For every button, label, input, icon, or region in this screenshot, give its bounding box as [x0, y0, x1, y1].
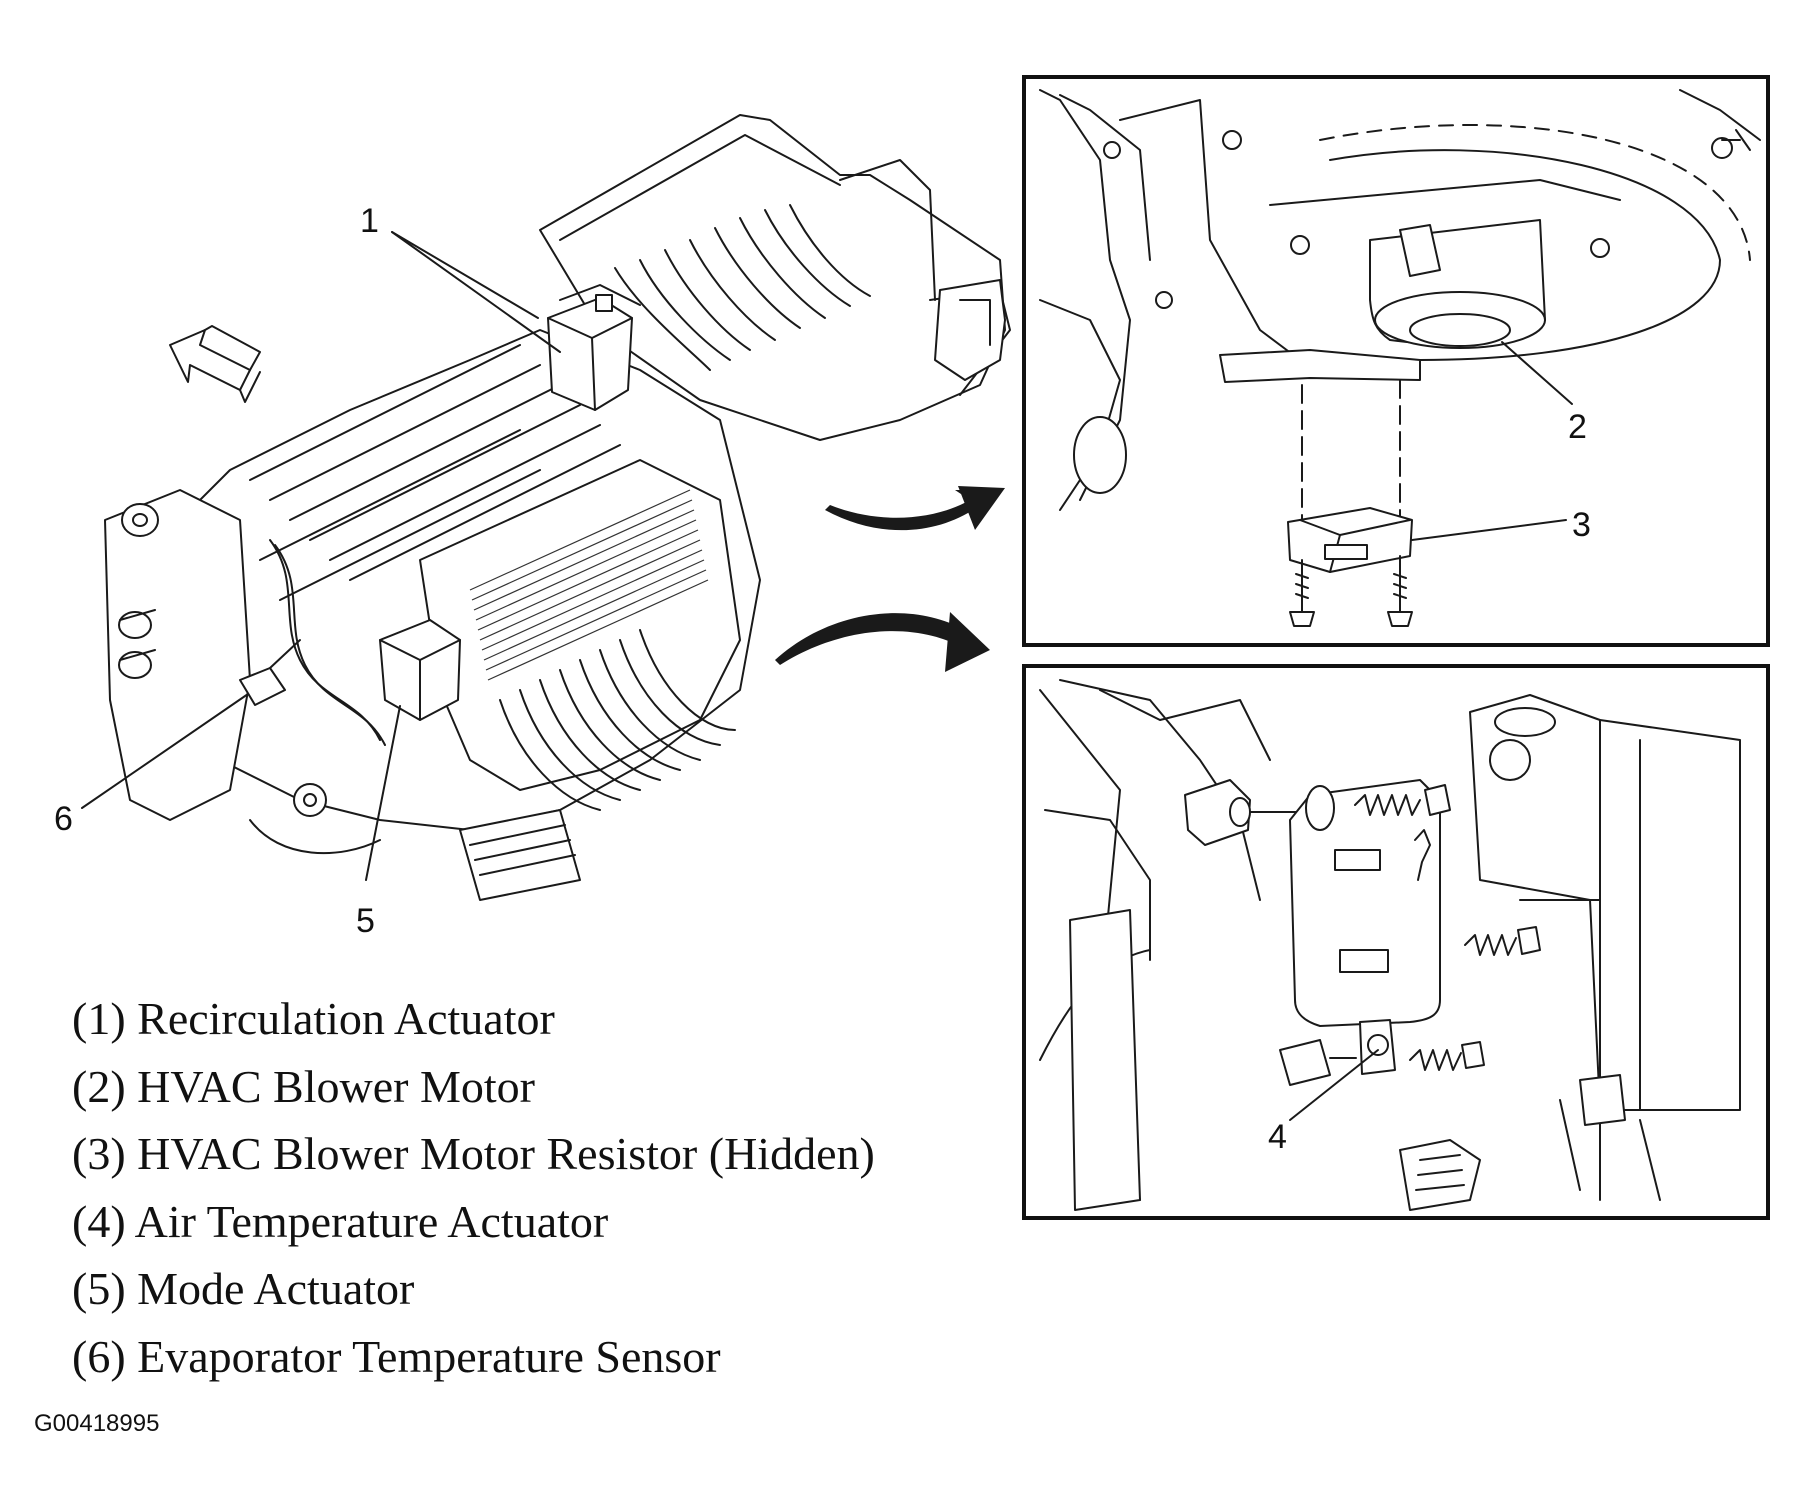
direction-arrow-icon — [169, 325, 261, 403]
callout-2: 2 — [1568, 408, 1587, 446]
callout-4-leader — [1289, 1049, 1379, 1121]
legend-item-hvac-blower-motor: (2) HVAC Blower Motor — [72, 1060, 535, 1112]
callout-5-leader — [365, 705, 401, 881]
pointer-arrow-to-lower-inset — [775, 612, 990, 672]
callout-5: 5 — [356, 902, 375, 940]
callout-3-leader — [1411, 519, 1567, 541]
refrigerant-pipes — [118, 503, 159, 679]
callout-1-leader-a — [391, 231, 539, 319]
upper-inset: 2 3 — [1022, 75, 1770, 647]
air-temperature-actuator — [1289, 779, 1441, 1075]
legend-item-mode-actuator: (5) Mode Actuator — [72, 1263, 415, 1314]
evaporator-louvers — [469, 489, 709, 681]
callout-3: 3 — [1572, 506, 1591, 544]
resistor-screws — [1289, 555, 1413, 627]
callout-1-leader-b — [391, 231, 561, 353]
legend-item-hvac-blower-motor-resistor: (3) HVAC Blower Motor Resistor (Hidden) — [72, 1128, 875, 1179]
lower-inset-frame — [1022, 664, 1770, 1220]
callout-4: 4 — [1268, 1118, 1287, 1156]
mode-actuator — [379, 619, 461, 721]
legend-item-air-temperature-actuator: (4) Air Temperature Actuator — [72, 1195, 609, 1247]
component-legend: (1) Recirculation Actuator (2) HVAC Blow… — [72, 985, 875, 1390]
callout-1: 1 — [360, 202, 379, 240]
callout-6: 6 — [54, 800, 73, 838]
upper-duct-ribs — [249, 344, 621, 601]
legend-item-recirculation-actuator: (1) Recirculation Actuator — [72, 993, 555, 1044]
lower-inset: 4 — [1022, 664, 1770, 1220]
pointer-arrow-to-upper-inset — [825, 486, 1005, 531]
callout-2-leader — [1501, 341, 1573, 405]
figure-id: G00418995 — [34, 1410, 160, 1437]
hvac-blower-motor-resistor — [1287, 507, 1413, 573]
recirculation-actuator — [547, 284, 641, 411]
blower-cage-ribs — [614, 204, 871, 371]
hvac-blower-motor — [1269, 179, 1621, 349]
hvac-module-illustration: 1 6 5 — [54, 114, 1011, 940]
actuator-screw-springs — [1354, 784, 1541, 1071]
callout-6-leader — [81, 693, 249, 809]
legend-item-evaporator-temperature-sensor: (6) Evaporator Temperature Sensor — [72, 1330, 721, 1382]
upper-inset-frame — [1022, 75, 1770, 647]
